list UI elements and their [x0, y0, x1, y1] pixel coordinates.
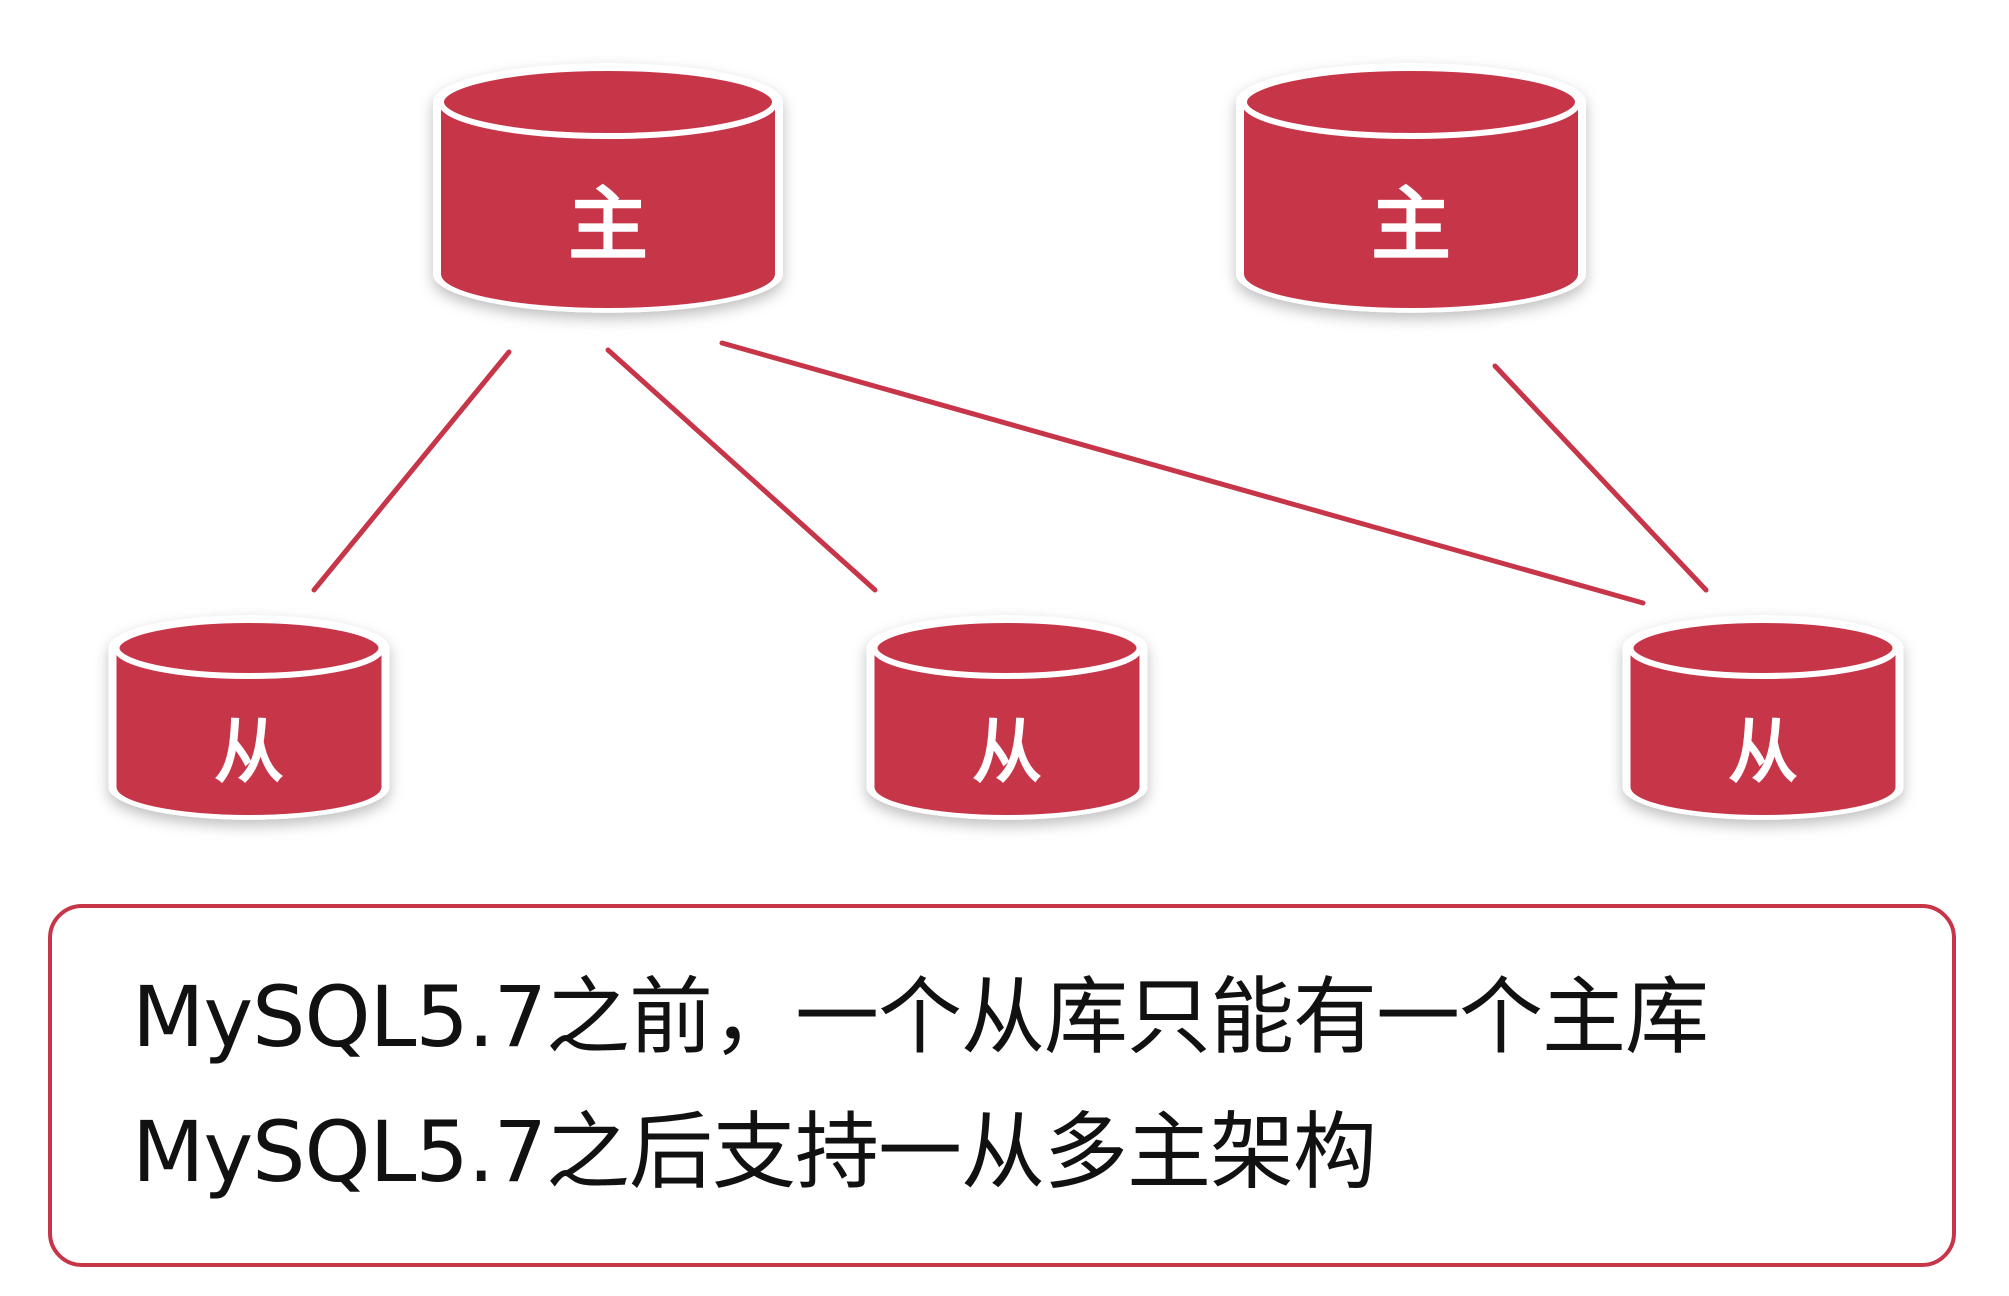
db-cylinder-top [438, 65, 778, 139]
db-cylinder-top [1627, 617, 1899, 679]
db-cylinder-top [113, 617, 385, 679]
master-db-node: 主 [432, 63, 783, 313]
note-line-after-5-7: MySQL5.7之后支持一从多主架构 [132, 1103, 1377, 1201]
slave-db-node: 从 [1622, 615, 1904, 820]
db-cylinder-body [441, 102, 775, 308]
db-cylinder-top [871, 617, 1143, 679]
db-cylinder-body [874, 648, 1140, 815]
master-db-node: 主 [1236, 63, 1586, 313]
slave-db-node: 从 [866, 615, 1148, 820]
nodes-layer: 主 主从 从 从 [108, 63, 1904, 820]
slave-db-node: 从 [108, 615, 390, 820]
edge-master-1-to-slave-2 [605, 347, 878, 593]
edge-master-2-to-slave-3 [1492, 363, 1709, 593]
db-cylinder-body [1630, 648, 1896, 815]
master-db-label: 主 [568, 179, 648, 272]
db-cylinder-body [116, 648, 382, 815]
note-box [48, 904, 1956, 1267]
edges-layer [311, 340, 1709, 606]
db-cylinder-top [1241, 65, 1581, 139]
slave-db-label: 从 [1728, 711, 1798, 793]
slave-db-label: 从 [972, 711, 1042, 793]
slave-db-label: 从 [214, 711, 284, 793]
master-db-label: 主 [1371, 179, 1451, 272]
edge-master-1-to-slave-1 [311, 349, 512, 593]
note-line-before-5-7: MySQL5.7之前，一个从库只能有一个主库 [132, 968, 1709, 1066]
edge-master-1-to-slave-3 [719, 340, 1646, 606]
db-cylinder-body [1244, 102, 1578, 308]
